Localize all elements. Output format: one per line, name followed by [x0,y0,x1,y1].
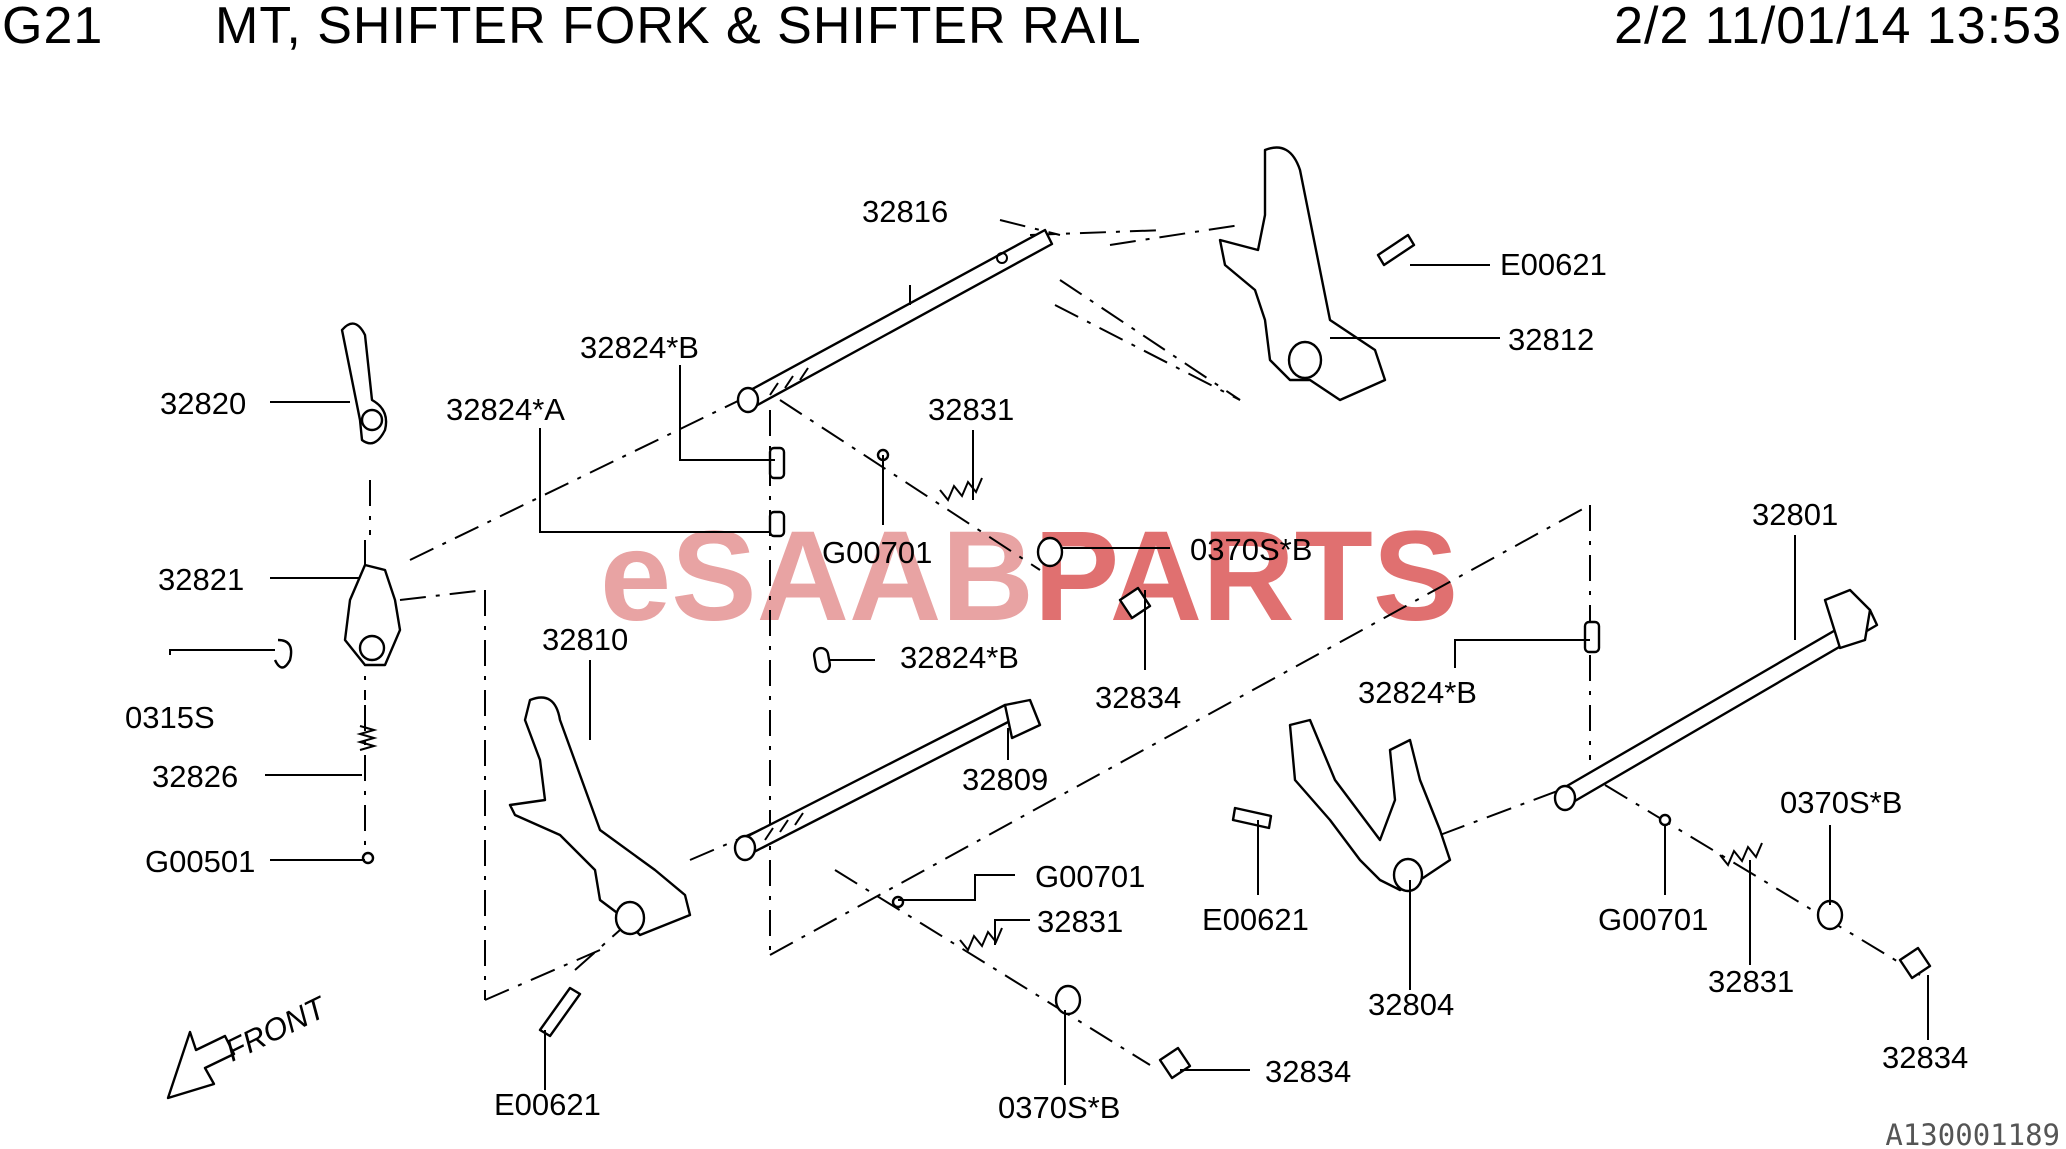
spring-32831-right [1719,842,1763,867]
watermark-prefix: eSAAB [600,505,1034,648]
diagram-title: MT, SHIFTER FORK & SHIFTER RAIL [215,0,1142,55]
pin-32824A [768,510,786,538]
shifter-fork-32804 [1288,718,1452,893]
part-label: 32810 [542,622,628,657]
part-label: 0370S*B [1780,785,1902,820]
part-label: E00621 [1202,902,1309,937]
shifter-rail-32801 [1553,588,1879,812]
plug-32834-top [1118,586,1152,620]
front-arrow-icon [166,1030,236,1100]
spring-32831-top [939,477,983,502]
watermark: eSAABPARTS [600,505,1458,648]
part-label: 32834 [1095,680,1181,715]
ball-G00701-right [1658,813,1672,827]
gasket-0370SB-top [1036,536,1064,568]
watermark-suffix: PARTS [1034,505,1458,648]
part-label: 32824*B [580,330,699,365]
part-label: 32816 [862,194,948,229]
shifter-fork-32810 [508,696,692,937]
shifter-rail-32816 [736,228,1054,414]
part-label: E00621 [1500,247,1607,282]
part-label: 32809 [962,762,1048,797]
gasket-0370SB-bottom [1054,984,1082,1016]
pin-E00621-right [1231,806,1273,830]
part-label: E00621 [494,1087,601,1122]
part-label: 32820 [160,386,246,421]
part-label: 32826 [152,759,238,794]
snap-ring-0315S [273,638,293,669]
part-label: 32801 [1752,497,1838,532]
part-label: 32831 [1708,964,1794,999]
part-label: 0370S*B [998,1090,1120,1125]
pin-32824B-right [1583,620,1601,654]
arm-32821 [343,563,402,667]
part-label: G00701 [822,535,932,570]
part-label: 32834 [1265,1054,1351,1089]
figure-reference: A130001189 [1885,1118,2060,1149]
front-indicator: FRONT [166,989,333,1100]
part-label: 0370S*B [1190,532,1312,567]
part-label: G00701 [1035,859,1145,894]
part-label: 32834 [1882,1040,1968,1075]
page-info: 2/2 11/01/14 13:53 [1614,0,2062,55]
part-label: 32824*B [900,640,1019,675]
pin-32824B-top [768,446,786,480]
ball-G00701-bottom [891,895,905,909]
part-label: G00701 [1598,902,1708,937]
arm-32820 [340,322,388,445]
part-label: 0315S [125,700,215,735]
part-label: 32821 [158,562,244,597]
ball-G00501 [361,851,375,865]
shifter-rail-32809 [733,698,1042,862]
plug-32834-right [1898,946,1932,980]
pin-32824B-mid [812,646,832,674]
part-label: 32804 [1368,987,1454,1022]
pin-E00621-left [538,986,582,1038]
diagram-code: G21 [2,0,104,55]
part-labels: 32816 E00621 32812 32824*B 32820 32824*A… [125,194,1968,1125]
front-label: FRONT [220,989,333,1068]
part-label: 32824*A [446,392,565,427]
shifter-fork-32812 [1218,146,1416,402]
leader-lines [169,264,1929,1090]
part-label: 32812 [1508,322,1594,357]
part-label: G00501 [145,844,255,879]
part-label: 32831 [1037,904,1123,939]
center-lines [364,219,1921,1066]
plug-32834-bottom [1158,1046,1192,1080]
part-label: 32831 [928,392,1014,427]
spring-32826 [356,725,378,751]
part-label: 32824*B [1358,675,1477,710]
gasket-0370SB-right [1816,899,1844,931]
